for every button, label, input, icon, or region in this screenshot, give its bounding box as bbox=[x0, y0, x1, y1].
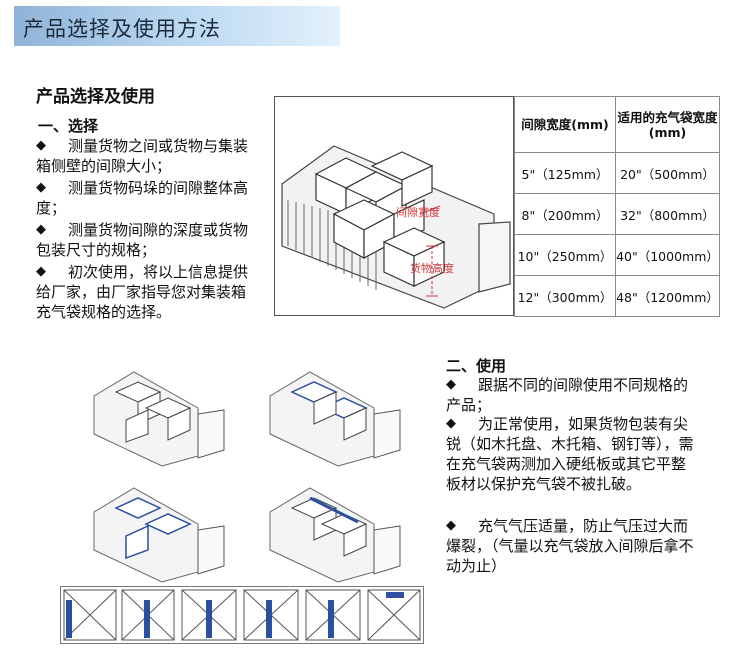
table-row: 10"（250mm） 40"（1000mm） bbox=[514, 234, 720, 276]
container-gap-diagram: 间隙宽度 货物高度 bbox=[274, 96, 514, 316]
front-view-strip bbox=[60, 586, 424, 644]
container-illustration-1 bbox=[93, 371, 225, 467]
table-row: 12"（300mm） 48"（1200mm） bbox=[514, 275, 720, 317]
gap-width-cell: 12"（300mm） bbox=[514, 275, 616, 317]
container-illustration-3 bbox=[93, 487, 225, 583]
diamond-bullet-icon: ◆ bbox=[36, 222, 46, 237]
usage-item: ◆ 为正常使用，如果货物包装有尖锐（如木托盘、木托箱、钢钉等），需在充气袋两测加… bbox=[446, 415, 694, 493]
usage-item: ◆ 跟据不同的间隙使用不同规格的产品； bbox=[446, 376, 689, 414]
size-table: 间隙宽度(mm) 适用的充气袋宽度(mm) 5"（125mm） 20"（500m… bbox=[514, 96, 720, 317]
usage-heading: 二、使用 bbox=[446, 357, 507, 375]
selection-item: ◆ 测量货物之间或货物与集装箱侧壁的间隙大小； bbox=[36, 137, 249, 175]
gap-width-cell: 10"（250mm） bbox=[514, 234, 616, 276]
table-header: 间隙宽度(mm) bbox=[514, 96, 616, 153]
section-title: 产品选择及使用 bbox=[36, 87, 155, 107]
container-illustration-2 bbox=[269, 371, 401, 467]
selection-heading: 一、选择 bbox=[38, 117, 99, 135]
gap-width-cell: 5"（125mm） bbox=[514, 152, 616, 194]
gap-width-label: 间隙宽度 bbox=[396, 205, 440, 219]
diamond-bullet-icon: ◆ bbox=[446, 416, 456, 431]
size-selection-figure: 间隙宽度 货物高度 间隙宽度(mm) 适用的充气袋宽度(mm) 5"（125mm… bbox=[274, 96, 720, 317]
airbag-width-cell: 48"（1200mm） bbox=[615, 275, 720, 317]
diamond-bullet-icon: ◆ bbox=[446, 377, 456, 392]
usage-item: ◆ 充气气压适量，防止气压过大而爆裂，（气量以充气袋放入间隙后拿不动为止） bbox=[446, 517, 694, 575]
page-banner: 产品选择及使用方法 bbox=[14, 6, 340, 46]
airbag-width-cell: 32"（800mm） bbox=[615, 193, 720, 235]
selection-item: ◆ 测量货物间隙的深度或货物包装尺寸的规格； bbox=[36, 221, 249, 259]
selection-item: ◆ 初次使用，将以上信息提供给厂家，由厂家指导您对集装箱充气袋规格的选择。 bbox=[36, 263, 249, 321]
diamond-bullet-icon: ◆ bbox=[446, 518, 456, 533]
page-title: 产品选择及使用方法 bbox=[23, 17, 221, 41]
diamond-bullet-icon: ◆ bbox=[36, 264, 46, 279]
table-header: 适用的充气袋宽度(mm) bbox=[615, 96, 720, 153]
table-row: 5"（125mm） 20"（500mm） bbox=[514, 152, 720, 194]
selection-item: ◆ 测量货物码垛的间隙整体高度； bbox=[36, 179, 249, 217]
diamond-bullet-icon: ◆ bbox=[36, 180, 46, 195]
gap-width-cell: 8"（200mm） bbox=[514, 193, 616, 235]
cargo-height-label: 货物高度 bbox=[410, 261, 454, 275]
airbag-width-cell: 40"（1000mm） bbox=[615, 234, 720, 276]
diamond-bullet-icon: ◆ bbox=[36, 138, 46, 153]
table-row: 8"（200mm） 32"（800mm） bbox=[514, 193, 720, 235]
container-illustration-4 bbox=[269, 487, 401, 583]
airbag-width-cell: 20"（500mm） bbox=[615, 152, 720, 194]
